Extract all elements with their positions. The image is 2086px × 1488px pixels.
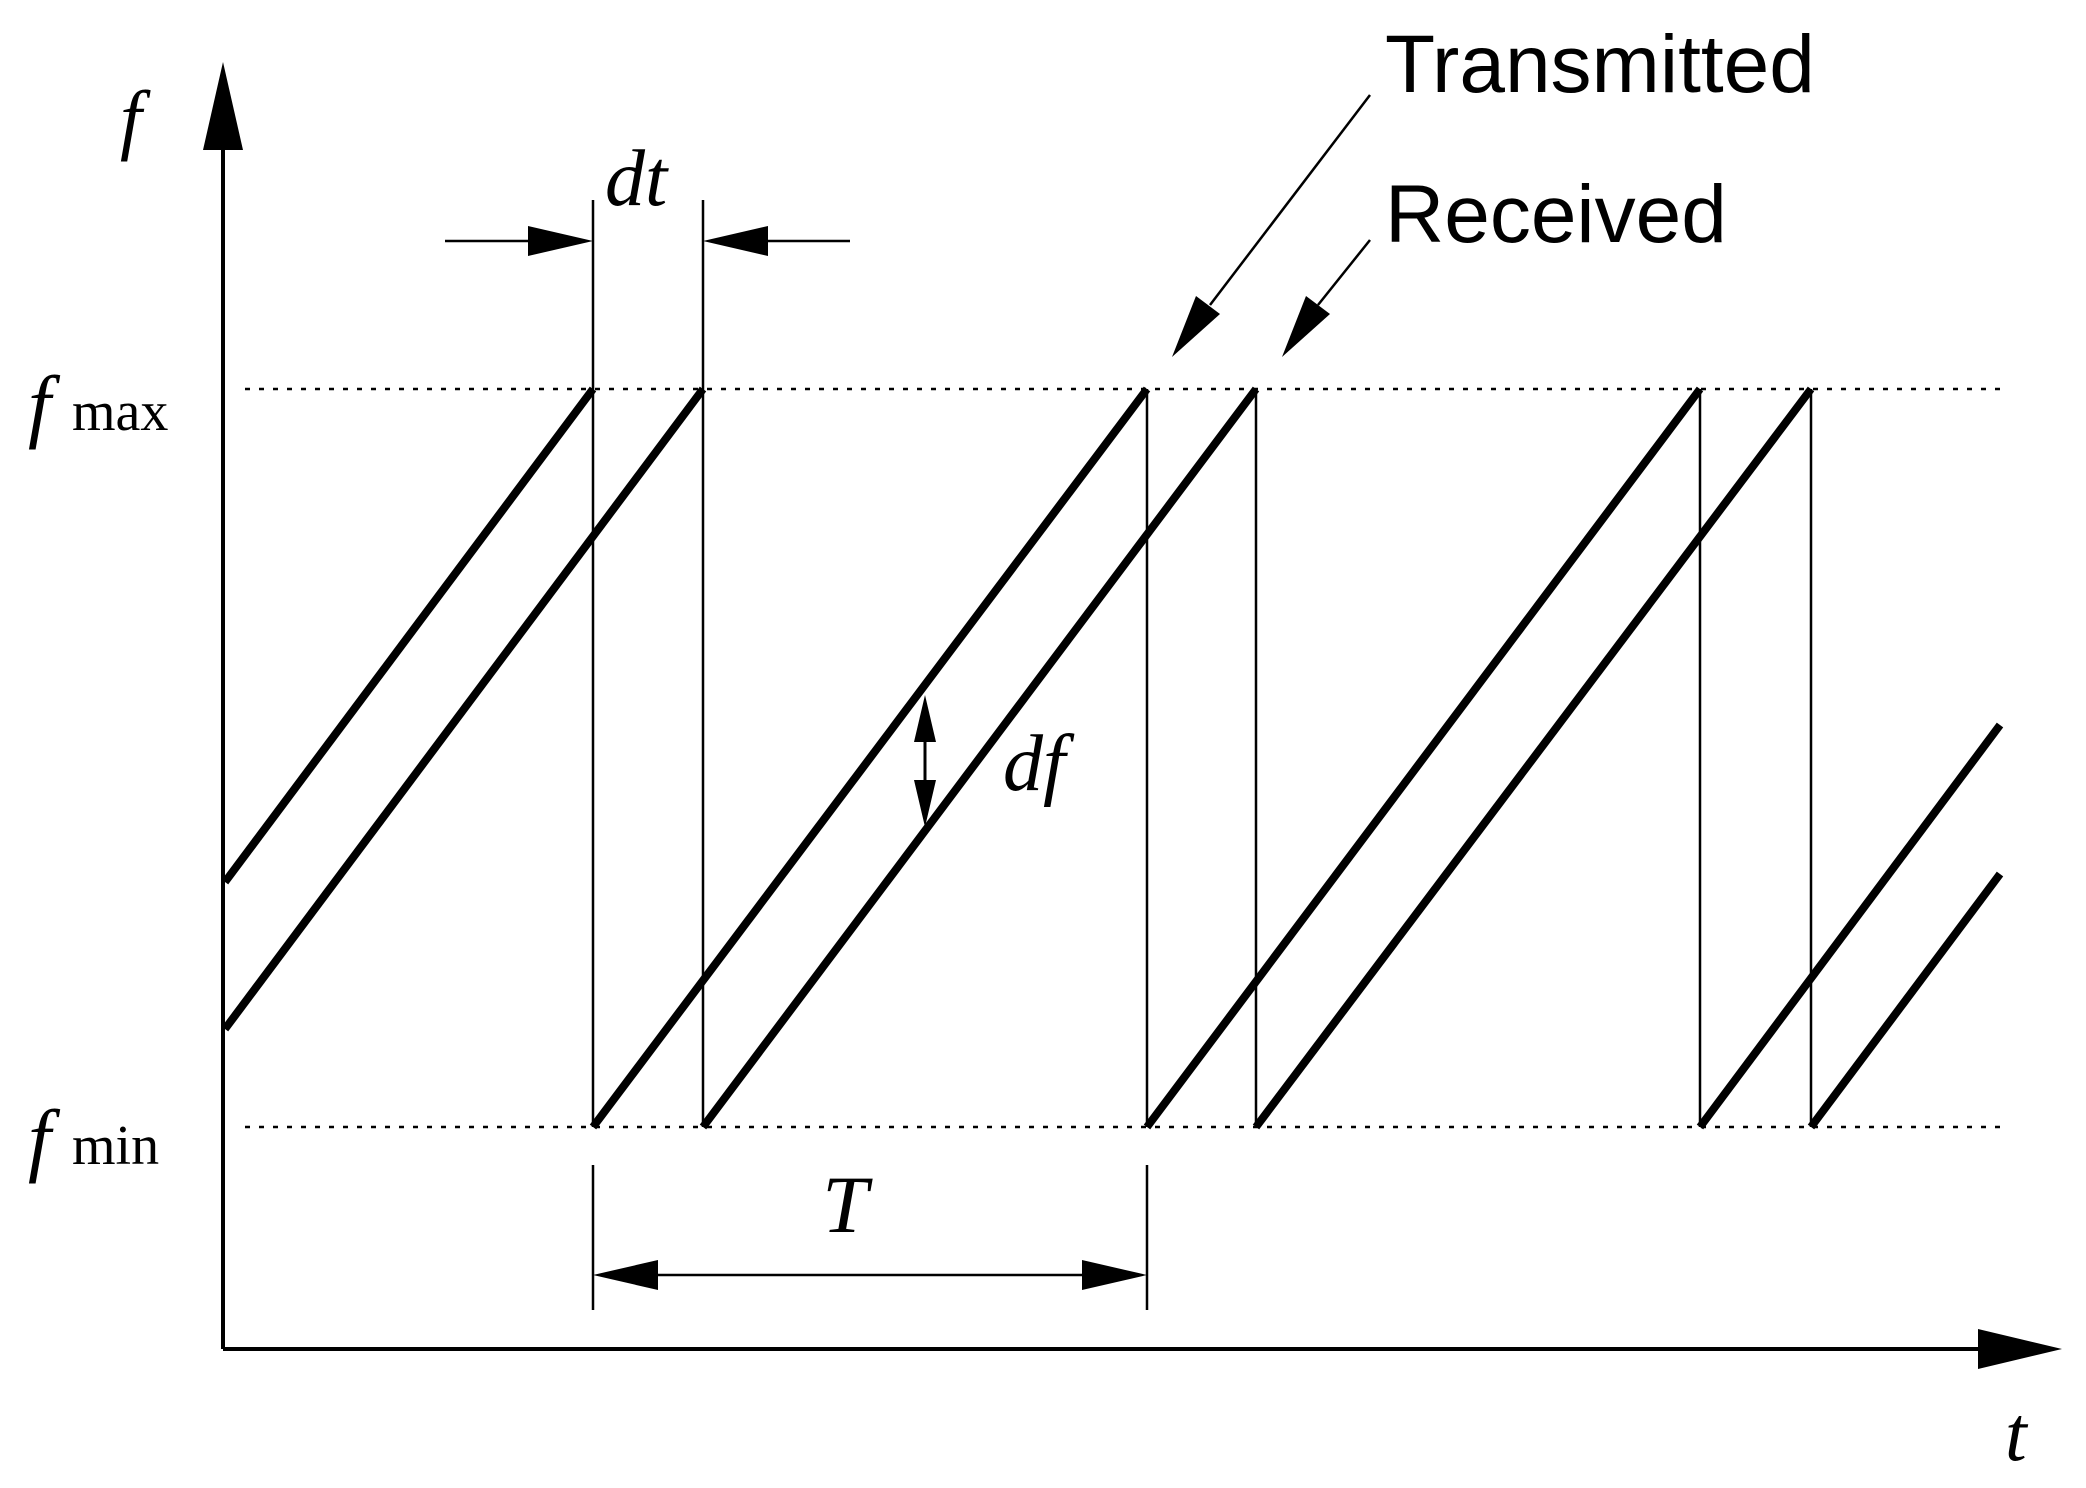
period-arrowhead-left xyxy=(593,1260,658,1290)
received-label: Received xyxy=(1385,169,1727,260)
fmax-label: f max xyxy=(28,359,168,450)
x-axis-label: t xyxy=(2005,1390,2029,1477)
dt-left-arrowhead xyxy=(528,226,593,256)
df-label: df xyxy=(1003,720,1075,808)
received-ramp xyxy=(221,386,707,1032)
received-callout: Received xyxy=(1282,169,1727,357)
fmin-subscript: min xyxy=(72,1115,159,1177)
period-dimension: T xyxy=(591,1159,1149,1310)
transmitted-ramp xyxy=(1143,386,1704,1130)
dt-label: dt xyxy=(605,135,669,223)
fmin-label: f min xyxy=(28,1093,159,1184)
period-arrowhead-right xyxy=(1082,1260,1147,1290)
period-label: T xyxy=(822,1159,873,1250)
x-axis-arrow xyxy=(1978,1329,2062,1369)
fmax-symbol: f xyxy=(28,359,61,450)
y-axis-arrow xyxy=(203,62,243,150)
transmitted-leader-arrowhead xyxy=(1172,296,1220,357)
transmitted-ramp xyxy=(221,386,597,885)
df-dimension: df xyxy=(914,695,1075,827)
transmitted-ramp xyxy=(589,386,1151,1130)
transmitted-signal xyxy=(221,386,2004,1130)
received-leader xyxy=(1317,239,1371,306)
received-signal xyxy=(221,386,2004,1130)
y-axis-label: f xyxy=(120,75,151,162)
fmin-symbol: f xyxy=(28,1093,61,1184)
received-ramp xyxy=(1252,386,1815,1130)
transmitted-leader xyxy=(1209,94,1371,306)
dt-dimension: dt xyxy=(445,135,850,256)
df-arrowhead-up xyxy=(914,695,936,742)
received-ramp xyxy=(1807,871,2004,1130)
axes xyxy=(203,62,2062,1369)
received-leader-arrowhead xyxy=(1282,296,1330,357)
df-arrowhead-down xyxy=(914,780,936,827)
received-ramp xyxy=(699,386,1260,1130)
fmax-subscript: max xyxy=(72,381,168,443)
reset-lines xyxy=(591,200,1813,1127)
transmitted-ramp xyxy=(1696,722,2004,1130)
dt-right-arrowhead xyxy=(703,226,768,256)
transmitted-label: Transmitted xyxy=(1385,19,1815,110)
transmitted-callout: Transmitted xyxy=(1172,19,1815,357)
